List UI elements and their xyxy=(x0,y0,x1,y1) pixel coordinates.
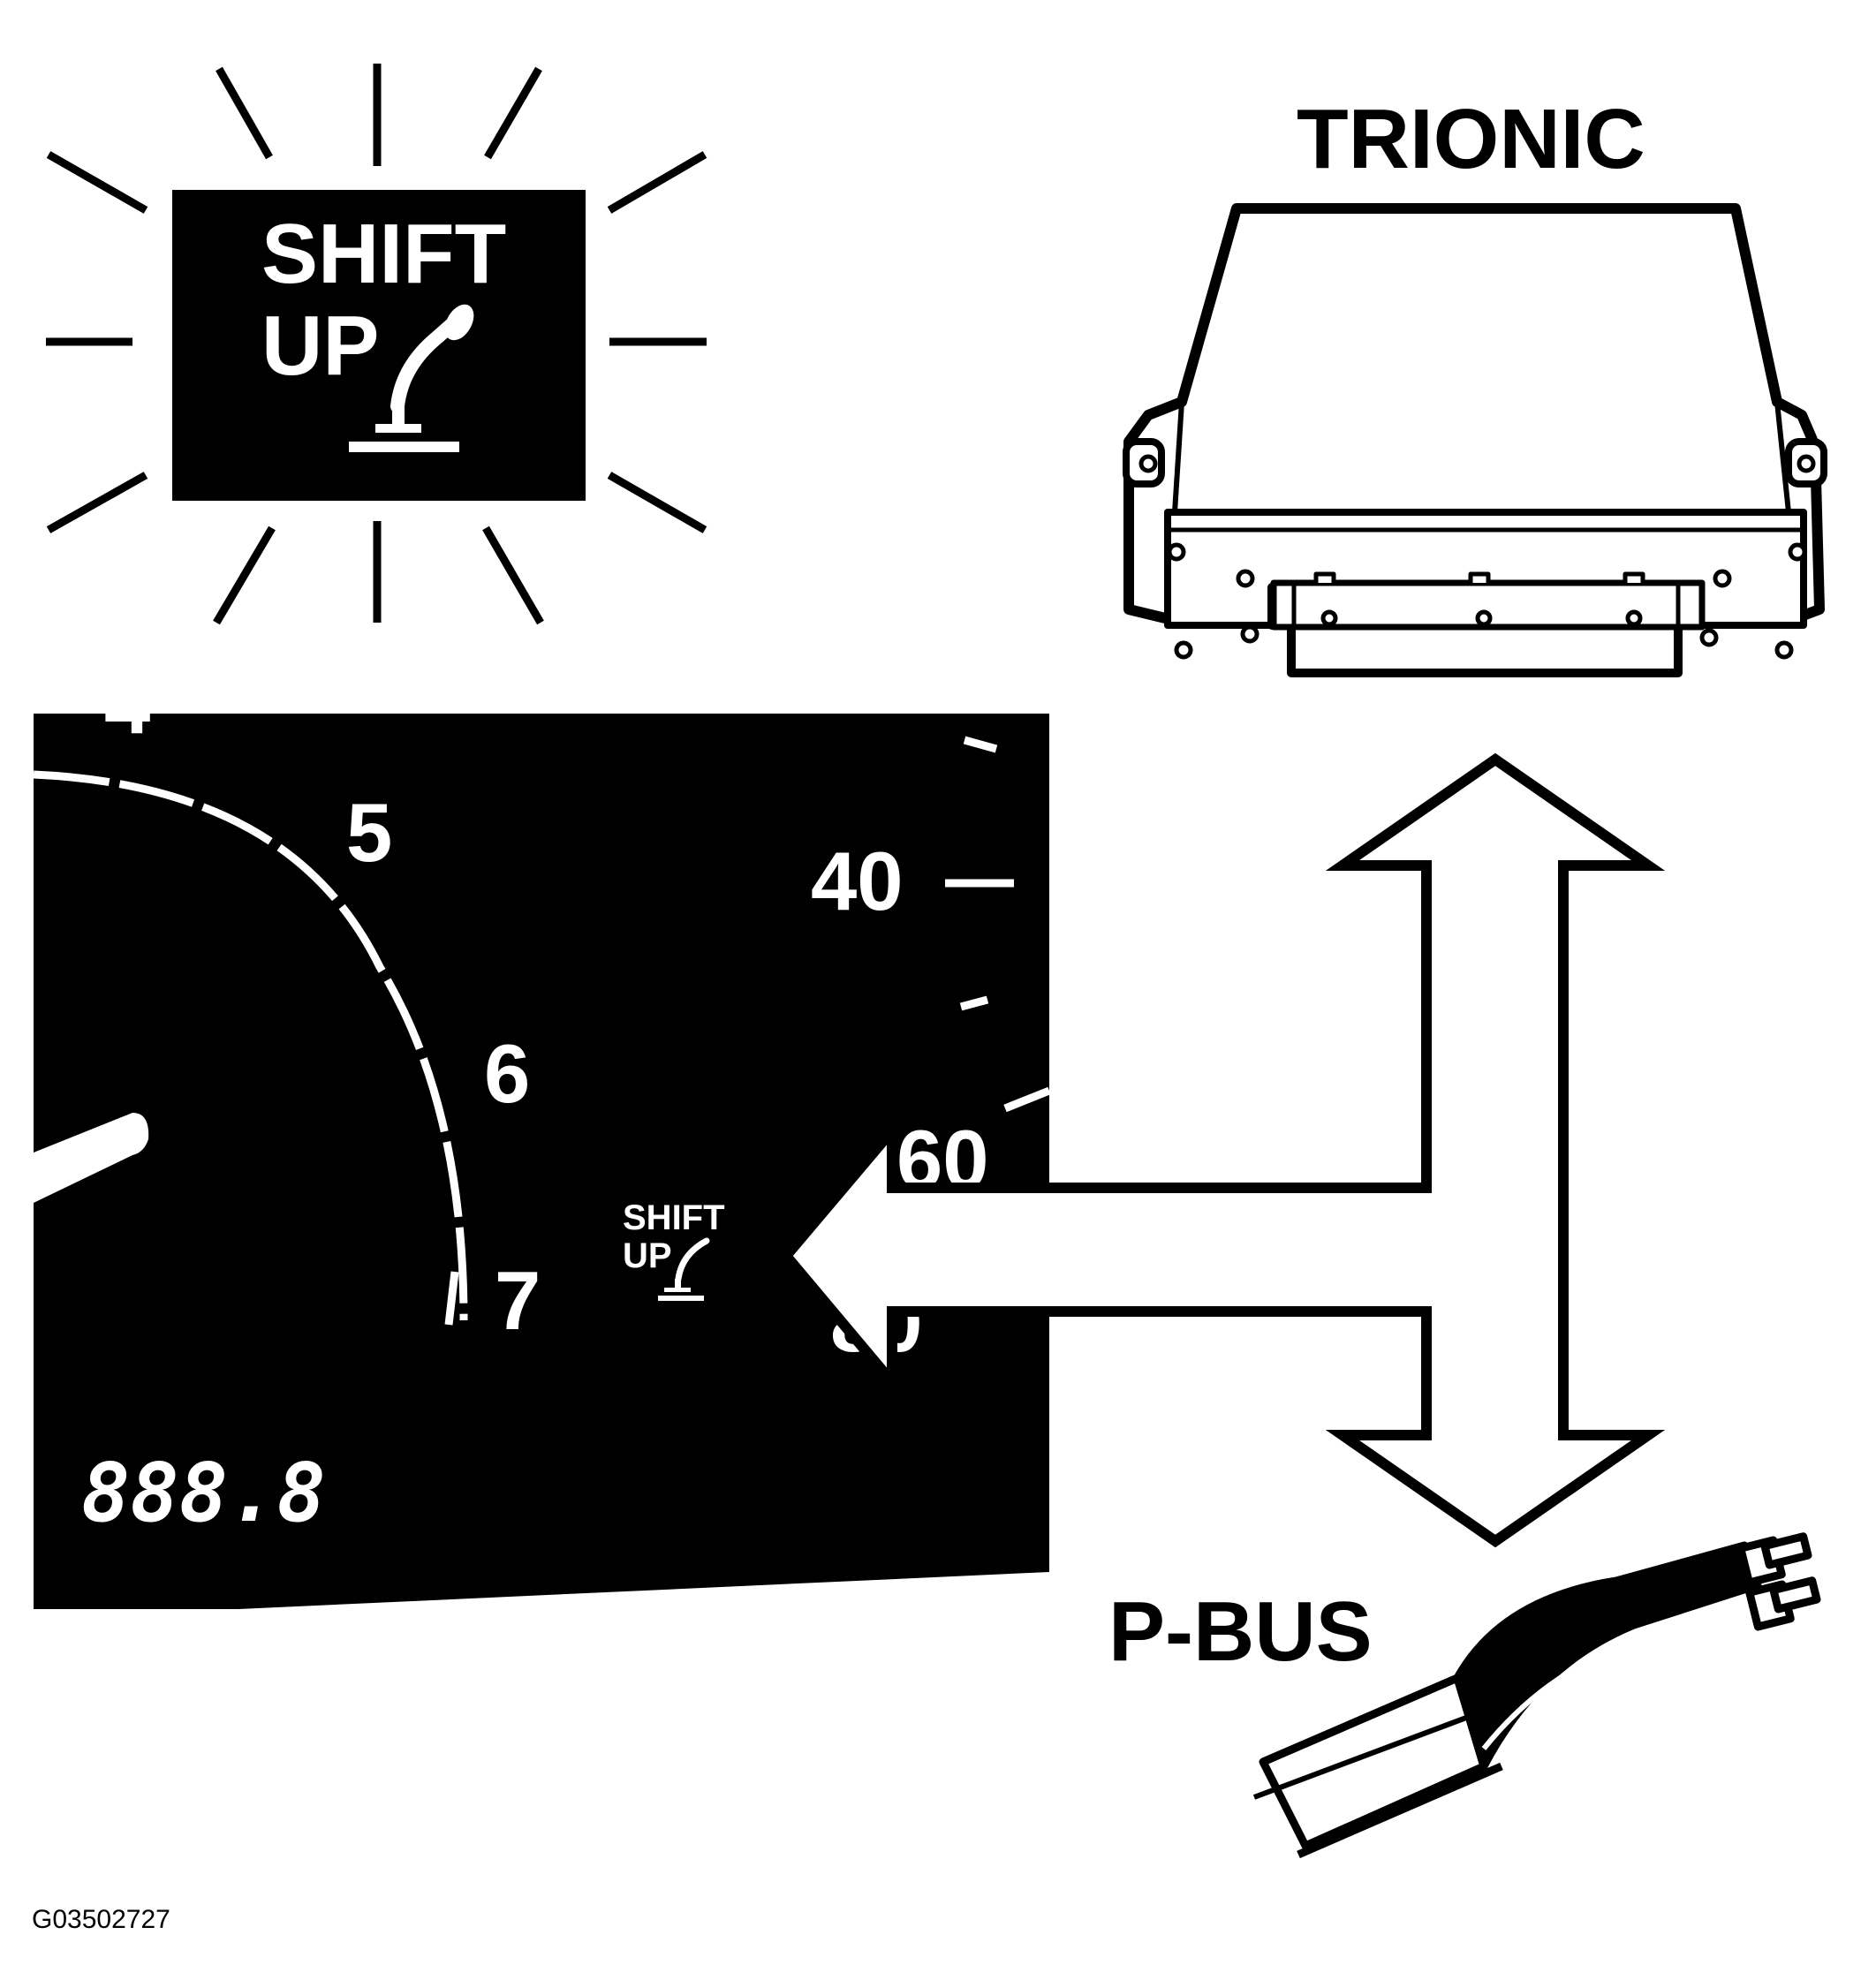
small-indicator-line2: UP xyxy=(623,1236,672,1275)
tach-number-6: 6 xyxy=(484,1027,530,1120)
bus-label: P-BUS xyxy=(1108,1584,1373,1679)
figure-id: G03502727 xyxy=(32,1905,170,1934)
p-bus-cable xyxy=(1252,1532,1821,1859)
bus-arrow xyxy=(779,752,1666,1548)
data-flow-arrows xyxy=(779,752,1666,1548)
shift-up-indicator-small: SHIFT UP xyxy=(623,1198,725,1301)
gear-lever-icon xyxy=(349,304,474,452)
blink-rays xyxy=(46,64,707,625)
shift-up-indicator-large: SHIFT UP xyxy=(46,64,707,625)
tach-number-4: 4 xyxy=(104,658,150,751)
odometer-display: 888.8 xyxy=(81,1446,326,1540)
instrument-cluster: 4 5 6 7 40 60 80 SHIFT UP 888.8 xyxy=(33,658,1051,1609)
tach-number-5: 5 xyxy=(346,786,392,879)
indicator-label-line2: UP xyxy=(261,299,379,393)
small-gear-lever-icon xyxy=(658,1237,710,1301)
small-indicator-line1: SHIFT xyxy=(623,1198,725,1237)
ecu-label: TRIONIC xyxy=(1297,92,1645,186)
speed-number-40: 40 xyxy=(811,835,904,927)
trionic-ecu-unit xyxy=(1123,203,1827,677)
indicator-label-line1: SHIFT xyxy=(261,207,506,301)
tachometer-needle xyxy=(34,1113,149,1203)
tachometer-arc xyxy=(33,770,468,1321)
tach-number-7: 7 xyxy=(495,1254,541,1347)
